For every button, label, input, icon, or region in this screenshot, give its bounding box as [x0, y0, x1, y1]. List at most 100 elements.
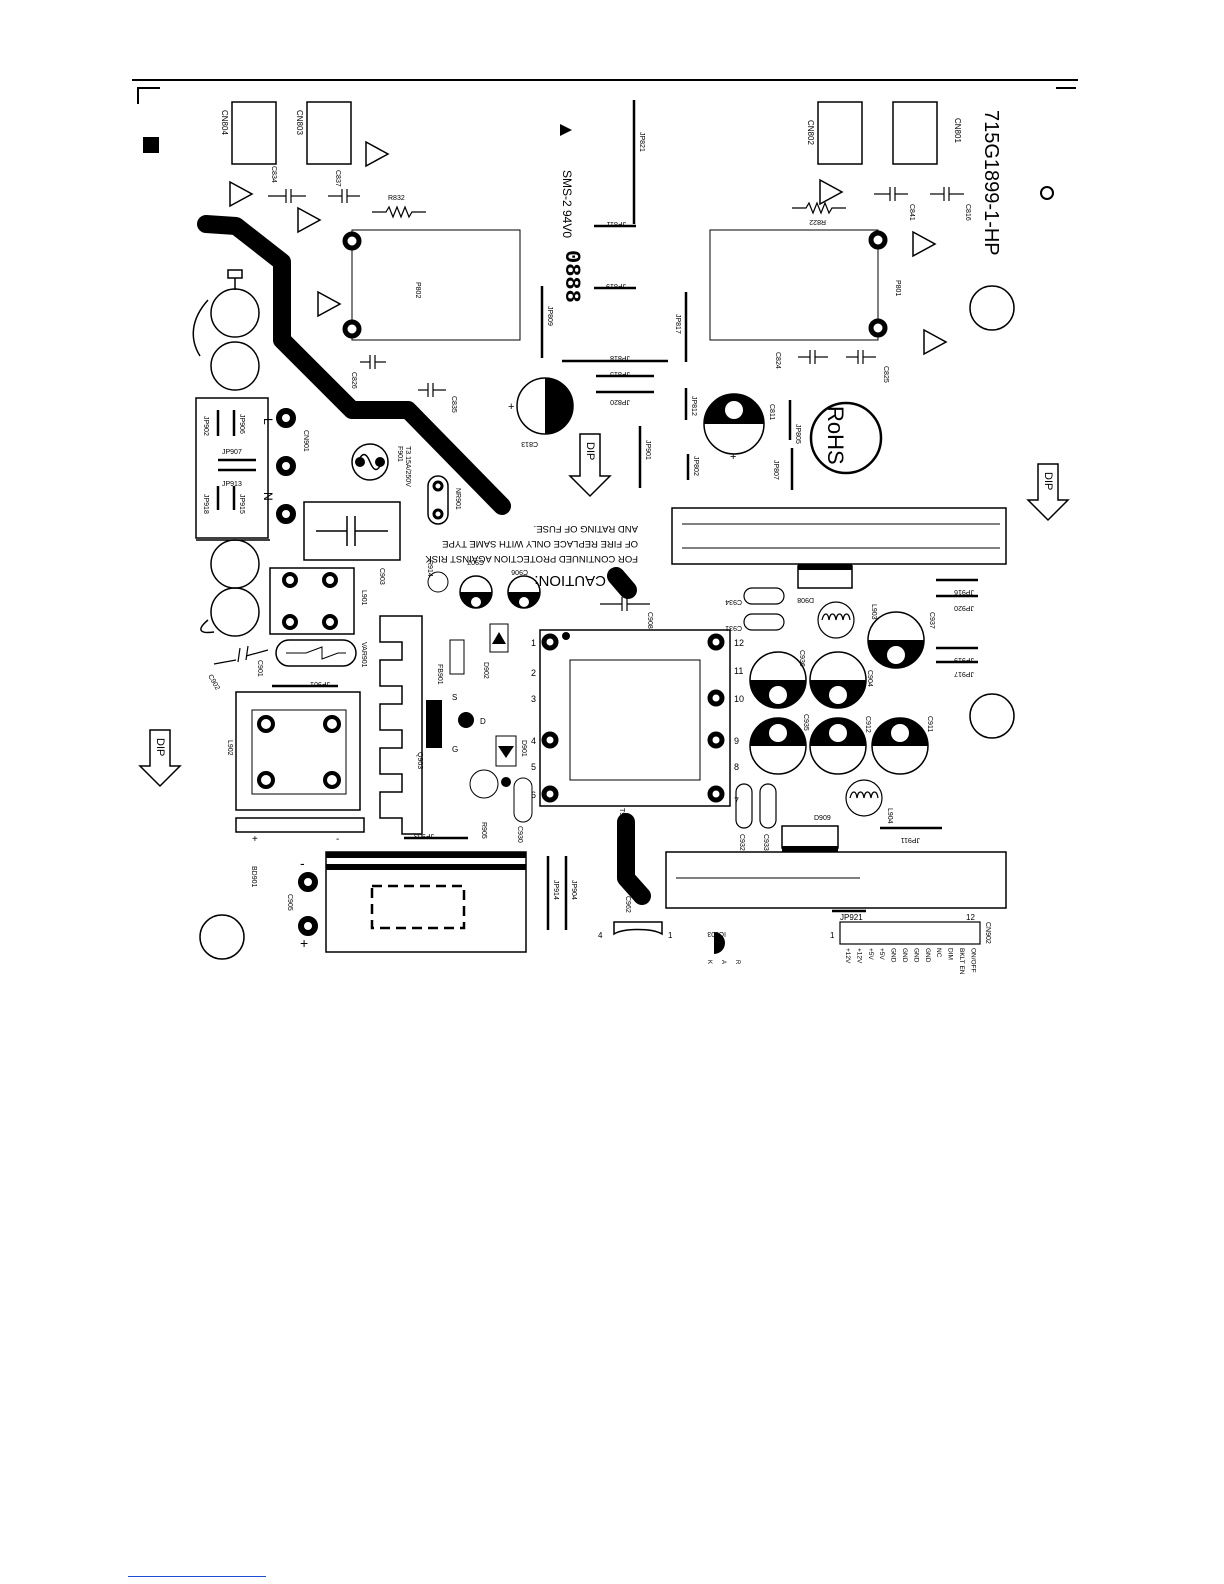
- component-p802: [351, 229, 521, 341]
- l904-coil: [849, 791, 879, 799]
- label-fb901: FB901: [436, 664, 443, 685]
- l902-pads: [257, 715, 341, 789]
- d902-symbol: [492, 632, 506, 644]
- label-d908: D908: [797, 596, 814, 603]
- label-c962: C962: [624, 896, 631, 913]
- heatsink-comb: [379, 615, 423, 835]
- cn902-pin-label: +5V: [878, 948, 885, 960]
- c905-minus: -: [300, 855, 305, 871]
- secondary-caps: [749, 651, 929, 775]
- label-jp805: JP805: [794, 424, 801, 444]
- label-c937: C937: [928, 612, 935, 629]
- fuse-pad-right: [375, 457, 385, 467]
- label-jp817: JP817: [674, 314, 681, 334]
- transformer-core: [569, 659, 701, 781]
- diode-d902: [489, 623, 509, 653]
- label-r822: R822: [809, 218, 826, 225]
- board-part-number: 715G1899-1-HP: [980, 110, 1002, 256]
- label-c834: C834: [270, 166, 277, 183]
- label-jp820: JP820: [610, 398, 630, 405]
- label-cn901: CN901: [302, 430, 309, 452]
- label-t901: T901: [618, 808, 625, 824]
- label-cn801: CN801: [953, 118, 962, 143]
- pad-rings: [342, 230, 888, 339]
- terminal-line-label: L: [261, 418, 275, 425]
- c811-pad: [725, 401, 743, 419]
- capacitor-c930: [513, 777, 533, 823]
- label-d901: D901: [520, 740, 527, 757]
- cn902-pin-label: BKLT EN: [958, 948, 965, 975]
- label-jp917: JP917: [954, 670, 974, 677]
- label-cn902: CN902: [984, 922, 991, 944]
- label-c813: C813: [521, 440, 538, 447]
- rohs-badge: [809, 401, 883, 475]
- c905-band-2: [326, 864, 526, 870]
- label-cn803: CN803: [295, 110, 304, 135]
- bridge-bd901: [235, 817, 365, 833]
- label-l902: L902: [226, 740, 233, 756]
- t901-pin-3: 3: [531, 694, 536, 704]
- diode-d909-body: [781, 825, 839, 849]
- label-ic903: IC903: [707, 930, 726, 937]
- fuse-rating: T3.15A/250V: [404, 446, 411, 487]
- t901-pin-10: 10: [734, 694, 744, 704]
- resistor-r905: [469, 769, 499, 799]
- label-jp918: JP918: [202, 494, 209, 514]
- d901-pad: [501, 777, 511, 787]
- label-l904: L904: [886, 808, 893, 824]
- label-r914: R914: [426, 560, 433, 577]
- varistor-var901: [275, 639, 357, 667]
- label-jp914: JP914: [552, 880, 559, 900]
- heatsink-strip-bottom: [665, 851, 1007, 909]
- dip-label-1: DIP: [584, 442, 596, 460]
- label-jp901b: JP901: [310, 680, 330, 687]
- label-var901: VAR901: [360, 642, 367, 668]
- label-jp902: JP902: [202, 416, 209, 436]
- primary-caps: [459, 575, 541, 609]
- ul-marking: SMS-2 94V0: [560, 170, 574, 238]
- bd901-minus: -: [336, 834, 339, 845]
- c937-pad: [887, 646, 905, 664]
- label-jp809: JP809: [546, 306, 553, 326]
- dip-arrow-icon: [138, 433, 1070, 788]
- label-jp911: JP911: [901, 836, 920, 843]
- q903-pad-d: [458, 712, 474, 728]
- label-c933: C933: [762, 834, 769, 851]
- capacitor-c934: [743, 587, 785, 605]
- label-c906: C906: [511, 568, 528, 575]
- label-c903: C903: [378, 568, 385, 585]
- label-jp916: JP916: [954, 588, 974, 595]
- t901-pin-4: 4: [531, 736, 536, 746]
- inductor-l903: [817, 601, 855, 639]
- label-jp907: JP907: [222, 449, 242, 456]
- resistor-symbols: [372, 201, 846, 219]
- label-c936: C936: [798, 650, 805, 667]
- c813-plus: +: [508, 401, 514, 413]
- label-q903: Q903: [416, 752, 423, 769]
- caution-line-1: FOR CONTINUED PROTECTION AGAINST RISK: [425, 553, 638, 564]
- capacitor-symbols: [213, 187, 964, 665]
- c903-symbol: [316, 516, 388, 546]
- rohs-text: RoHS: [823, 406, 848, 465]
- t901-pin-2: 2: [531, 668, 536, 678]
- label-c934: C934: [725, 598, 742, 605]
- label-c824: C824: [774, 352, 781, 369]
- heatsink-strip-top: [671, 507, 1007, 565]
- filter-l901: [269, 567, 355, 635]
- l902-inner: [251, 709, 347, 795]
- bd901-plus: +: [252, 834, 258, 845]
- dip-label-2: DIP: [1042, 472, 1054, 490]
- mounting-hole-small: [1040, 186, 1054, 200]
- label-c835: C835: [450, 396, 457, 413]
- connector-cn902: [839, 921, 981, 945]
- t901-pin-12: 12: [734, 638, 744, 648]
- label-p801: P801: [894, 280, 901, 296]
- thermistor-nr901: [427, 475, 449, 525]
- cn902-pin-label: GND: [912, 948, 919, 963]
- cn902-pin-label: +12V: [844, 948, 851, 964]
- label-c811: C811: [768, 404, 775, 420]
- date-code: 0888: [559, 250, 584, 303]
- cn902-pin-label: GND: [924, 948, 931, 963]
- c905-plus: +: [300, 935, 308, 951]
